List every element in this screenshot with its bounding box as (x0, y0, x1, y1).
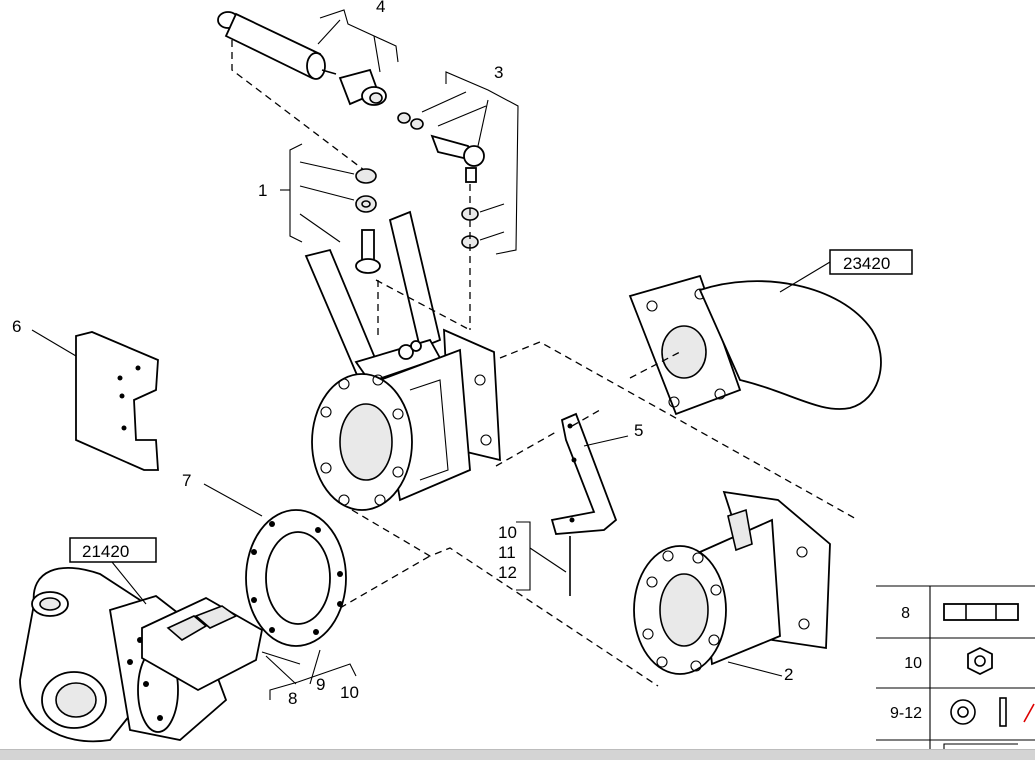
callout-1: 1 (258, 181, 267, 200)
callout-4-bracket (317, 9, 399, 73)
callout-7: 7 (182, 471, 191, 490)
callout-5-leader (583, 435, 629, 447)
part-2-valve (633, 490, 831, 675)
legend-row-8: 8 (901, 605, 910, 622)
callout-1-bracket (280, 143, 355, 243)
part-7-gasket (245, 509, 347, 647)
callout-10: 10 (498, 523, 517, 542)
part-3-rod-end (397, 112, 485, 330)
part-5-bracket (550, 409, 618, 535)
legend-row-9-12: 9-12 (890, 705, 922, 722)
legend-row-10: 10 (904, 655, 922, 672)
callout-12: 12 (498, 563, 517, 582)
callout-11: 11 (498, 543, 516, 562)
callout-8-10-bracket (265, 649, 357, 700)
callout-7-leader (203, 483, 263, 517)
ref-21420: 21420 (82, 542, 129, 561)
horizontal-scrollbar[interactable] (0, 749, 1035, 760)
callout-10-bottom: 10 (340, 683, 359, 702)
callout-3: 3 (494, 63, 503, 82)
callout-6-leader (31, 329, 77, 357)
callout-5: 5 (634, 421, 643, 440)
legend-nut-icon (967, 646, 993, 676)
callout-2-leader (727, 661, 783, 677)
ref-21420-leader (111, 561, 147, 605)
ref-23420: 23420 (843, 254, 890, 273)
callout-6: 6 (12, 317, 21, 336)
callout-4: 4 (376, 0, 385, 16)
legend-pin-icon (999, 697, 1007, 727)
ref-box-21420 (69, 537, 157, 563)
lever-dash (375, 279, 471, 331)
callout-9: 9 (316, 675, 325, 694)
main-valve-assembly (304, 210, 501, 511)
legend-washer-icon (950, 699, 976, 725)
dashed-alignment-lines (339, 341, 859, 687)
pipe-elbow (628, 274, 882, 416)
bolt-10-12 (516, 521, 571, 596)
callout-2: 2 (784, 665, 793, 684)
part-6-shield (75, 331, 159, 471)
callout-8: 8 (288, 689, 297, 708)
ref-23420-leader (779, 261, 831, 293)
legend-bar-icon (943, 603, 1019, 621)
callout-3-bracket (421, 71, 519, 255)
part-1-fasteners (355, 168, 377, 213)
turbocharger (19, 567, 301, 743)
hardware-legend-table (876, 585, 1035, 749)
part-4-actuator (217, 11, 387, 171)
